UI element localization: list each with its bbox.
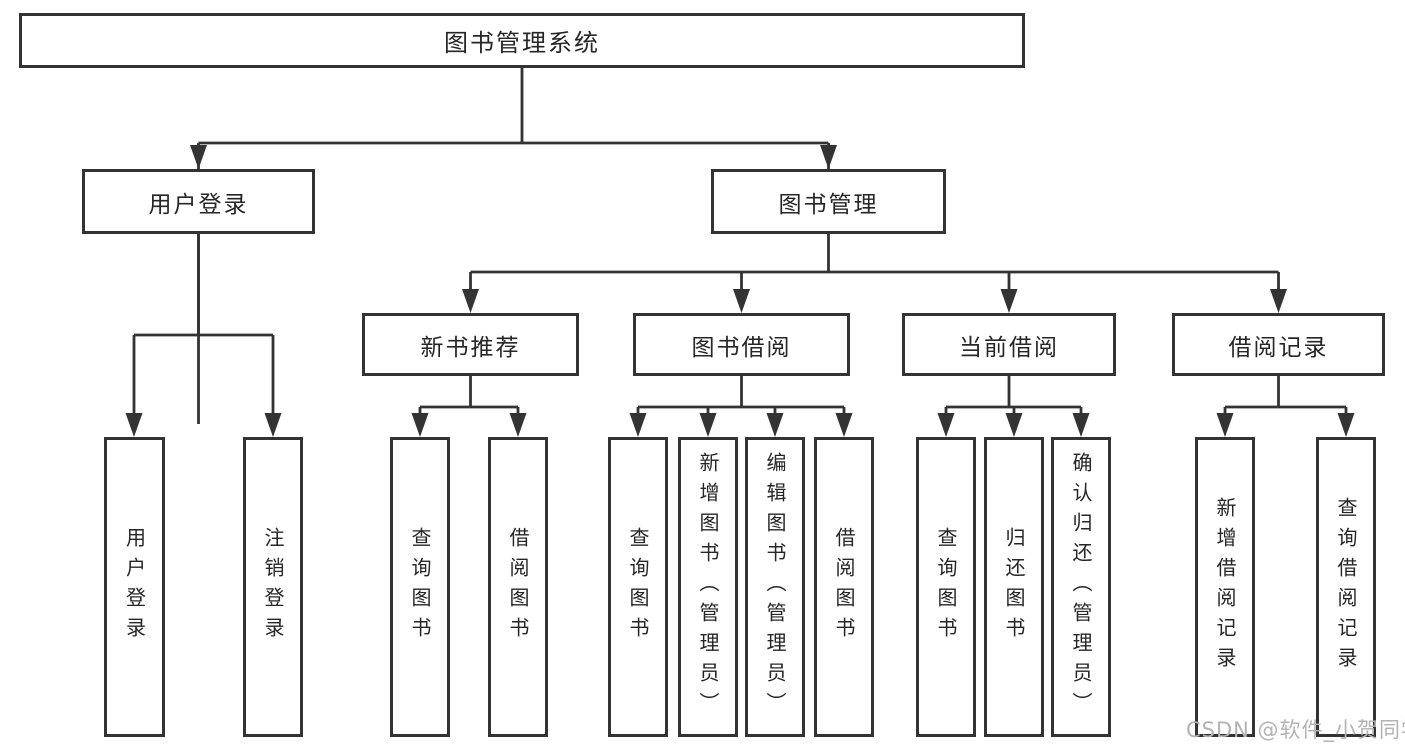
node-label: 新增借阅记录 [1213, 497, 1237, 677]
node-label: 确认归还（管理员） [1069, 452, 1093, 722]
node-library-management-system: 图书管理系统 [19, 13, 1025, 68]
node-label: 图书借阅 [691, 334, 792, 361]
connector-new-book-to-leaves [418, 376, 520, 424]
node-label: 用户登录 [148, 191, 249, 218]
node-label: 借阅图书 [832, 527, 856, 647]
connector-book-borrowing-to-leaves [636, 376, 846, 424]
node-borrow-books-borrowing: 借阅图书 [814, 437, 874, 737]
node-query-books-borrowing: 查询图书 [608, 437, 668, 737]
node-confirm-return-admin: 确认归还（管理员） [1051, 437, 1111, 737]
node-label: 归还图书 [1002, 527, 1026, 647]
node-label: 借阅图书 [506, 527, 530, 647]
arrowheads [125, 145, 1355, 437]
node-book-management: 图书管理 [711, 169, 946, 234]
node-edit-books-admin: 编辑图书（管理员） [745, 437, 805, 737]
node-label: 图书管理系统 [444, 29, 600, 57]
node-label: 编辑图书（管理员） [763, 452, 787, 722]
connector-root-to-level2 [197, 68, 830, 424]
node-label: 图书管理 [778, 191, 879, 218]
node-label: 用户登录 [122, 527, 147, 647]
connector-user-login-to-leaves [132, 234, 275, 424]
node-query-borrow-record: 查询借阅记录 [1316, 437, 1376, 737]
node-borrowing-records: 借阅记录 [1172, 313, 1385, 376]
node-label: 查询图书 [626, 527, 650, 647]
watermark: CSDN @软件_小贺同学 [1186, 718, 1405, 742]
node-label: 注销登录 [261, 527, 285, 647]
node-user-login: 用户登录 [82, 169, 315, 234]
node-label: 查询图书 [408, 527, 432, 647]
connector-borrow-records-to-leaves [1223, 376, 1348, 424]
node-book-borrowing: 图书借阅 [633, 313, 850, 376]
node-borrow-books-recommend: 借阅图书 [488, 437, 548, 737]
node-return-books: 归还图书 [984, 437, 1044, 737]
node-label: 新增图书（管理员） [696, 452, 720, 722]
node-label: 借阅记录 [1228, 334, 1329, 361]
node-new-book-recommendation: 新书推荐 [362, 313, 579, 376]
node-add-borrow-record: 新增借阅记录 [1195, 437, 1255, 737]
node-query-books-recommend: 查询图书 [390, 437, 450, 737]
connector-book-management-to-level3 [469, 234, 1280, 300]
node-logout: 注销登录 [243, 437, 303, 737]
node-user-login-leaf: 用户登录 [104, 437, 165, 737]
node-label: 新书推荐 [420, 334, 521, 361]
node-label: 当前借阅 [959, 334, 1059, 361]
node-query-books-current: 查询图书 [916, 437, 976, 737]
node-label: 查询图书 [934, 527, 958, 647]
node-add-books-admin: 新增图书（管理员） [678, 437, 738, 737]
node-current-borrowing: 当前借阅 [902, 313, 1116, 376]
node-label: 查询借阅记录 [1334, 497, 1358, 677]
